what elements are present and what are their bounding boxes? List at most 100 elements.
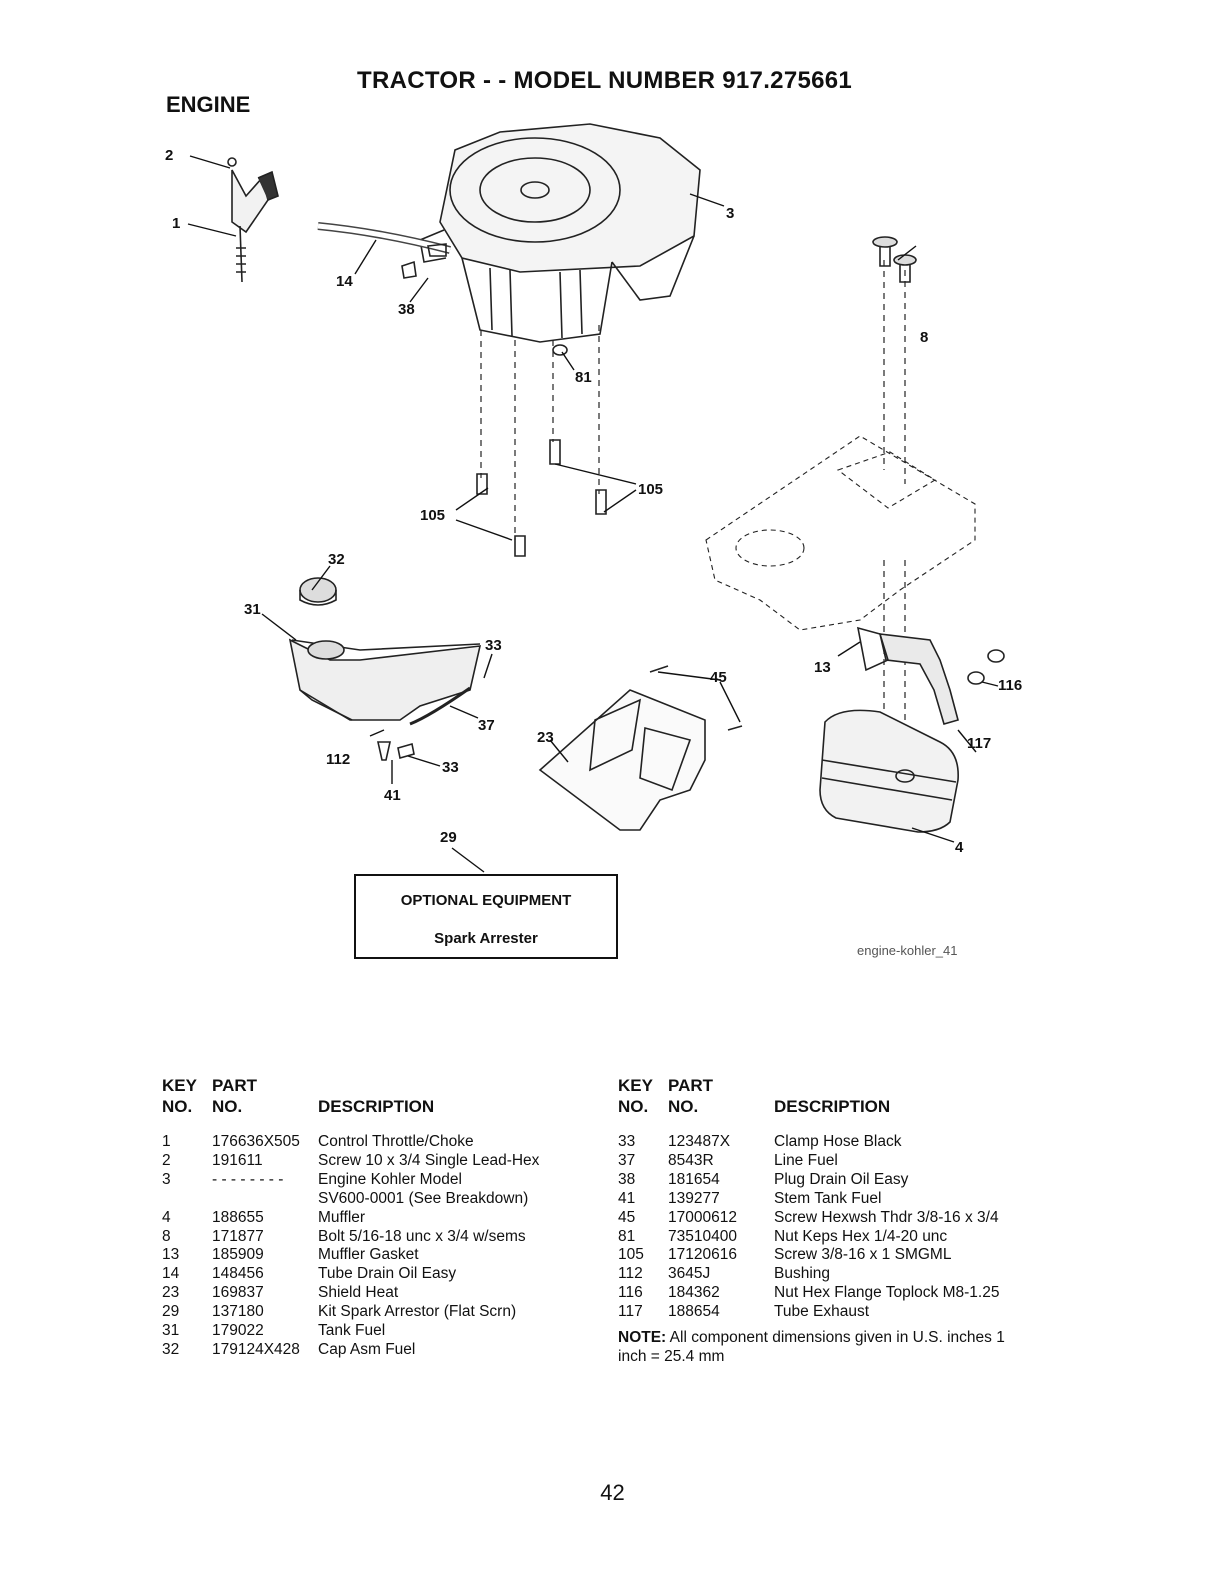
part-description: Bolt 5/16-18 unc x 3/4 w/sems [318,1227,526,1245]
table-header-row-2: NO. NO. DESCRIPTION [162,1096,602,1117]
page-number: 42 [600,1480,625,1505]
callout-14: 14 [336,273,353,290]
part-no: 184362 [668,1284,720,1302]
key-no: 33 [618,1133,636,1150]
key-no: 37 [618,1151,636,1169]
key-no: 117 [618,1303,643,1321]
table-row: 37 8543R Line Fuel [618,1152,1048,1171]
header-key: KEY [162,1076,197,1095]
part-no: 17000612 [668,1208,737,1226]
key-no: 1 [162,1133,171,1150]
optional-equipment-box: OPTIONAL EQUIPMENT Spark Arrester [354,874,618,959]
callout-2: 2 [165,147,173,164]
heat-shield-drawing [538,665,743,831]
callout-116: 116 [998,677,1022,694]
callout-4: 4 [955,839,964,856]
throttle-control-drawing [227,157,279,283]
part-no: 137180 [212,1303,264,1321]
part-no: 8543R [668,1151,714,1169]
callout-33-top: 33 [485,637,502,654]
key-no: 31 [162,1322,180,1340]
part-description: Tank Fuel [318,1322,386,1340]
key-no: 3 [162,1170,171,1188]
table-row: 38 181654 Plug Drain Oil Easy [618,1171,1048,1190]
table-row: SV600-0001 (See Breakdown) [162,1190,602,1209]
callout-13: 13 [814,659,831,676]
part-description: Control Throttle/Choke [318,1133,474,1150]
callout-32: 32 [328,551,345,568]
part-description: Plug Drain Oil Easy [774,1170,909,1188]
callout-23: 23 [537,729,554,746]
callout-1: 1 [172,215,180,232]
dimension-note: NOTE: All component dimensions given in … [618,1328,1018,1366]
key-no: 4 [162,1208,171,1226]
part-no: 188654 [668,1303,720,1321]
table-header-row-1: KEY PART [618,1075,1048,1096]
part-description: Screw 10 x 3/4 Single Lead-Hex [318,1151,540,1169]
part-no: 181654 [668,1170,720,1188]
part-no: 139277 [668,1189,720,1207]
table-row: 117 188654 Tube Exhaust [618,1303,1048,1322]
part-no: 171877 [212,1227,264,1245]
key-no: 112 [618,1265,643,1283]
header-part: PART [668,1076,714,1095]
table-row: 45 17000612 Screw Hexwsh Thdr 3/8-16 x 3/4 [618,1209,1048,1228]
part-description: Tube Exhaust [774,1303,870,1321]
callout-45: 45 [710,669,727,686]
table-header-row-2: NO. NO. DESCRIPTION [618,1096,1048,1117]
part-description: SV600-0001 (See Breakdown) [318,1189,529,1207]
part-description: Kit Spark Arrestor (Flat Scrn) [318,1303,517,1321]
part-description: Stem Tank Fuel [774,1189,882,1207]
header-part-no: NO. [668,1097,699,1116]
header-no: NO. [618,1097,649,1116]
key-no: 29 [162,1303,180,1321]
key-no: 14 [162,1265,180,1283]
callout-33-bottom: 33 [442,759,459,776]
key-no: 13 [162,1246,180,1264]
key-no: 38 [618,1170,636,1188]
key-no: 116 [618,1284,643,1302]
part-description: Clamp Hose Black [774,1133,902,1150]
part-no: - - - - - - - - [212,1170,284,1188]
callout-105-right: 105 [638,481,663,498]
part-no: 191611 [212,1151,263,1169]
part-description: Screw 3/8-16 x 1 SMGML [774,1246,952,1264]
optional-equipment-heading: OPTIONAL EQUIPMENT [400,892,572,909]
header-no: NO. [162,1097,193,1116]
callout-37: 37 [478,717,495,734]
fuel-tank-drawing [288,577,482,761]
note-label: NOTE: [618,1329,667,1347]
part-no [212,1190,318,1209]
part-description: Screw Hexwsh Thdr 3/8-16 x 3/4 [774,1208,999,1226]
part-no: 179124X428 [212,1340,300,1358]
callout-3: 3 [726,205,734,222]
callout-41: 41 [384,787,401,804]
part-no: 3645J [668,1265,711,1283]
table-header-row-1: KEY PART [162,1075,602,1096]
header-description: DESCRIPTION [774,1097,891,1116]
key-no: 45 [618,1208,636,1226]
callout-8: 8 [920,329,928,346]
key-no: 81 [618,1227,636,1245]
part-description: Line Fuel [774,1151,838,1169]
alignment-lines [480,260,906,770]
callout-117: 117 [967,735,991,752]
part-description: Muffler [318,1208,366,1226]
section-title: ENGINE [166,92,251,117]
leader-lines [187,155,999,873]
part-no: 73510400 [668,1227,737,1245]
note-text: All component dimensions given in U.S. i… [618,1329,1005,1366]
key-no: 105 [618,1246,644,1264]
